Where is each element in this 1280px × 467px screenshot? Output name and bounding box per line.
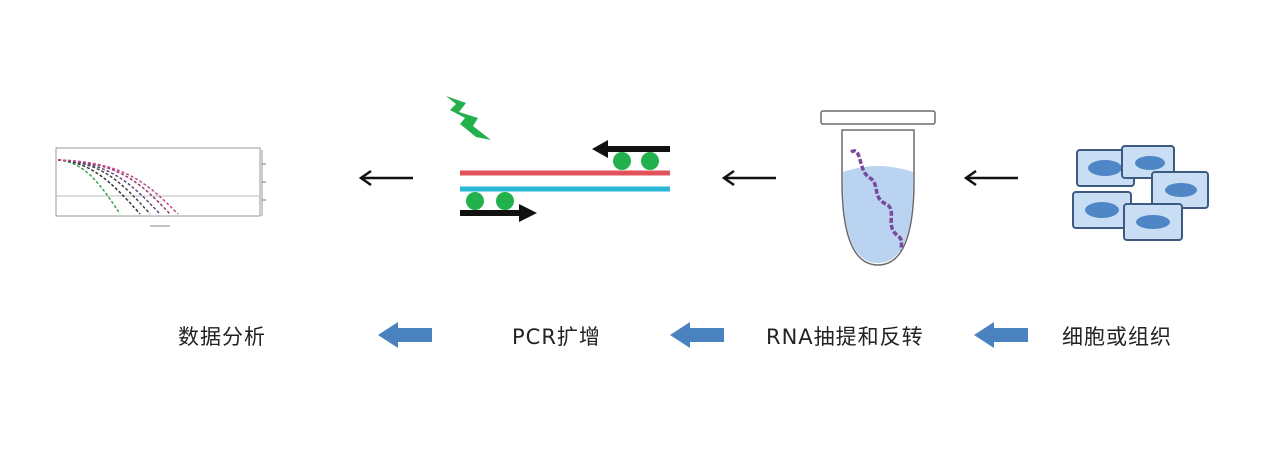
flow-arrow-black-2 <box>721 169 776 187</box>
flow-arrow-blue-2 <box>670 322 724 348</box>
flow-arrow-blue-1 <box>974 322 1028 348</box>
flow-arrow-blue-3 <box>378 322 432 348</box>
tube-icon <box>820 110 936 266</box>
fluorescence-flash-icon <box>446 96 491 140</box>
step-label-data-analysis: 数据分析 <box>178 325 266 349</box>
step-label-rna-extraction: RNA抽提和反转 <box>766 325 924 349</box>
cell-cluster-icon <box>1072 145 1209 241</box>
flow-arrow-black-1 <box>963 169 1018 187</box>
step-label-pcr: PCR扩增 <box>512 325 601 349</box>
pcr-duplex-icon <box>446 96 670 222</box>
amplification-plot-icon <box>44 138 292 236</box>
flow-arrow-black-3 <box>358 169 413 187</box>
step-label-cells: 细胞或组织 <box>1062 325 1172 349</box>
